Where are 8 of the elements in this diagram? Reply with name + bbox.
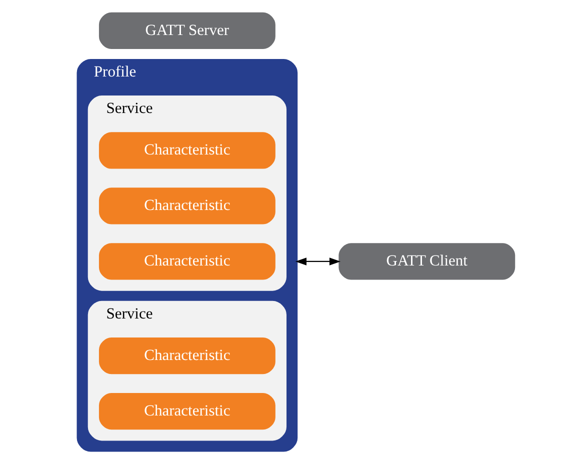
node-box: GATT Client <box>338 243 515 280</box>
node-box: Characteristic <box>98 392 275 430</box>
node-box: GATT Server <box>98 12 275 49</box>
node-box: Characteristic <box>98 338 275 374</box>
node-box: Characteristic <box>98 243 275 280</box>
node-box: Characteristic <box>98 188 275 224</box>
arrow <box>294 258 340 266</box>
node-box: Characteristic <box>98 132 275 169</box>
